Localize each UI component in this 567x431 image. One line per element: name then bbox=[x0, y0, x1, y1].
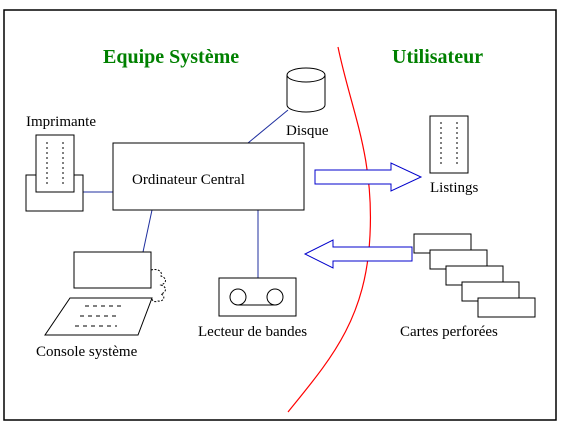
connector-disk-central bbox=[247, 109, 289, 144]
tape-reader-label: Lecteur de bandes bbox=[198, 324, 308, 340]
input-arrow bbox=[303, 239, 413, 269]
listings-label: Listings bbox=[430, 180, 479, 196]
disk-icon bbox=[286, 67, 326, 113]
printer-icon bbox=[25, 134, 84, 212]
console-label: Console système bbox=[36, 344, 138, 360]
diagram-frame bbox=[3, 9, 557, 421]
connector-console-central bbox=[142, 209, 153, 253]
punched-cards-label: Cartes perforées bbox=[400, 324, 498, 340]
punched-cards-icon bbox=[413, 233, 536, 318]
output-arrow bbox=[314, 162, 423, 192]
central-computer-box bbox=[112, 142, 305, 211]
user-title: Utilisateur bbox=[392, 46, 484, 68]
team-title: Equipe Système bbox=[103, 46, 240, 68]
tape-reader-icon bbox=[218, 277, 297, 317]
disk-label: Disque bbox=[286, 123, 329, 139]
printer-label: Imprimante bbox=[26, 114, 96, 130]
boundary-line bbox=[287, 46, 372, 413]
console-keyboard bbox=[44, 297, 153, 336]
listings-icon bbox=[429, 115, 469, 174]
central-computer-label: Ordinateur Central bbox=[132, 172, 245, 188]
console-monitor bbox=[73, 251, 152, 289]
console-cable bbox=[150, 269, 166, 303]
